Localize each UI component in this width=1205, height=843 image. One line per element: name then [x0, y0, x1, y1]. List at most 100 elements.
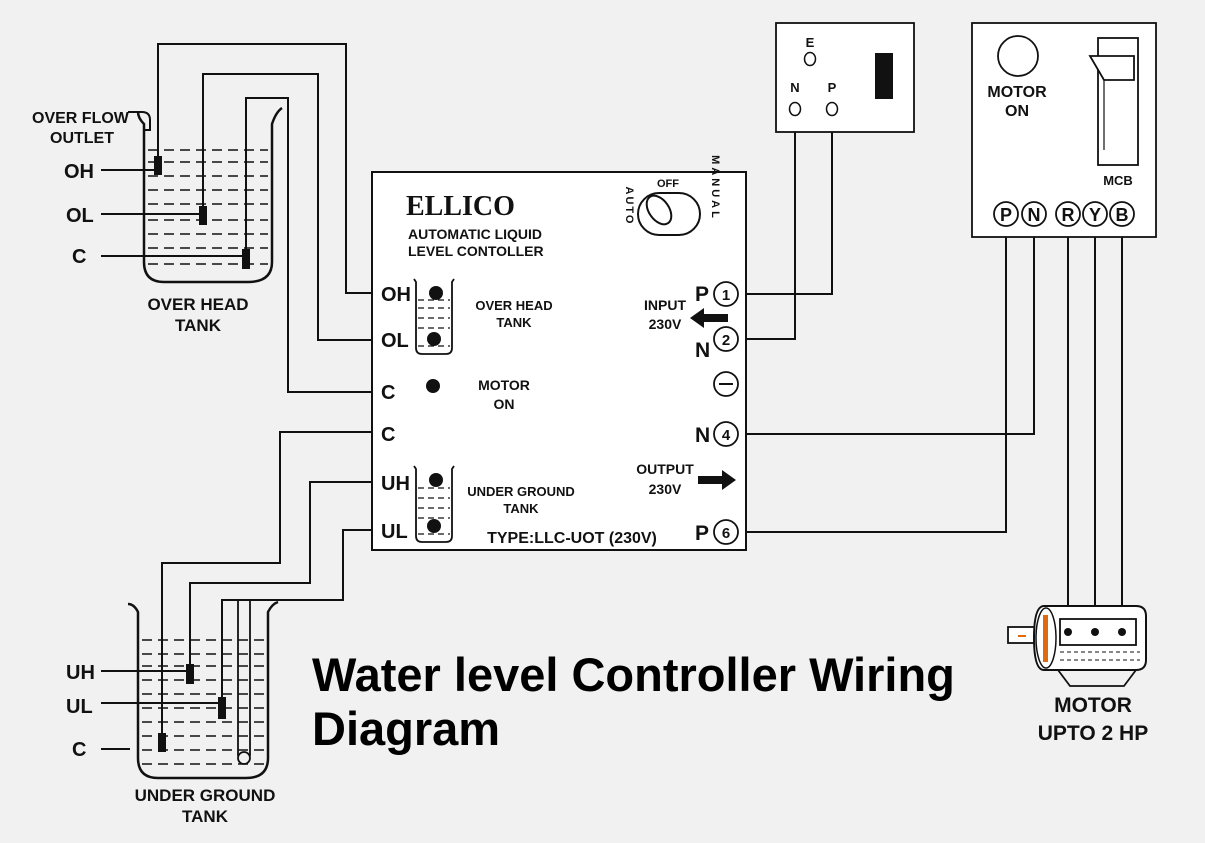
terminal-6-number: 6 — [722, 525, 730, 542]
wire-ul — [221, 529, 372, 705]
overhead-tank-name-2: TANK — [175, 316, 222, 335]
underground-led-high — [429, 473, 443, 487]
ctrl-motor-on-2: ON — [494, 396, 515, 412]
underground-label-ul: UL — [66, 696, 93, 718]
starter-terminal-p-label: P — [1000, 205, 1012, 225]
wire-ol — [202, 73, 372, 341]
terminal-2-number: 2 — [722, 332, 730, 349]
mode-switch-lever[interactable] — [642, 191, 677, 229]
underground-tank-body — [127, 600, 279, 780]
motor-on-led — [426, 379, 440, 393]
wire-oh — [157, 43, 372, 294]
starter-terminal-r-label: R — [1062, 205, 1075, 225]
mode-switch[interactable]: OFF AUTO MANUAL — [623, 155, 721, 236]
socket-p-hole — [825, 101, 839, 117]
diagram-title-line-2: Diagram — [312, 702, 501, 755]
socket-switch[interactable] — [875, 53, 893, 99]
starter-motor-on-2: ON — [1005, 103, 1029, 120]
overhead-label-c: C — [72, 246, 86, 268]
socket-e-hole — [803, 51, 817, 67]
underground-indicator — [413, 465, 455, 543]
ctrl-right-letter-p1: P — [695, 283, 709, 306]
overhead-indicator — [413, 278, 455, 355]
probe-oh — [154, 156, 162, 175]
controller-term-ul: UL — [381, 521, 408, 543]
overhead-led-low — [427, 332, 441, 346]
ctrl-overhead-tank-2: TANK — [496, 315, 532, 330]
probe-c — [242, 249, 250, 269]
probe-uh — [186, 664, 194, 684]
switch-auto-label: AUTO — [623, 187, 635, 226]
mcb-label: MCB — [1103, 173, 1133, 188]
starter-panel: MOTOR ON MCB P N R Y B — [971, 22, 1157, 238]
terminal-4-number: 4 — [722, 427, 731, 444]
overflow-pipe — [128, 111, 151, 131]
motor: MOTOR UPTO 2 HP — [1007, 605, 1148, 745]
controller-box: ELLICO AUTOMATIC LIQUID LEVEL CONTOLLER … — [371, 155, 747, 551]
motor-flange-accent — [1043, 615, 1048, 662]
wire-input-p — [740, 116, 833, 295]
overhead-label-ol: OL — [66, 205, 94, 227]
starter-terminal-b-label: B — [1116, 205, 1129, 225]
underground-water-dashes — [142, 639, 264, 765]
switch-off-label: OFF — [657, 178, 679, 190]
switch-manual-label: MANUAL — [709, 155, 721, 221]
terminal-6[interactable] — [713, 519, 739, 545]
controller-term-uh: UH — [381, 473, 410, 495]
wire-c-top — [245, 97, 372, 393]
wire-uh — [189, 481, 372, 672]
wire-output-p — [740, 228, 1007, 533]
power-socket: E N P — [775, 22, 915, 133]
terminal-2[interactable] — [713, 326, 739, 352]
wire-output-n — [740, 228, 1035, 435]
overhead-tank-body — [136, 106, 283, 284]
ctrl-right-letter-n4: N — [695, 424, 710, 447]
overhead-label-oh: OH — [64, 161, 94, 183]
output-label-1: OUTPUT — [636, 461, 694, 477]
input-label-1: INPUT — [644, 297, 686, 313]
terminal-1-number: 1 — [722, 287, 730, 304]
output-label-2: 230V — [649, 481, 682, 497]
ctrl-overhead-tank-1: OVER HEAD — [475, 298, 552, 313]
starter-motor-on-1: MOTOR — [987, 84, 1047, 101]
diagram-title: Water level Controller Wiring Diagram — [312, 648, 955, 756]
terminal-4[interactable] — [713, 421, 739, 447]
underground-tank-name-1: UNDER GROUND — [135, 786, 276, 805]
ctrl-underground-tank-1: UNDER GROUND — [467, 484, 575, 499]
wire-c-bottom — [161, 431, 372, 740]
motor-name-1: MOTOR — [1054, 694, 1132, 717]
starter-terminal-b[interactable] — [1109, 201, 1135, 227]
output-arrow — [698, 470, 736, 490]
starter-motor-on-lamp — [997, 35, 1039, 77]
underground-label-uh: UH — [66, 662, 95, 684]
underground-led-low — [427, 519, 441, 533]
controller-subtitle-2: LEVEL CONTOLLER — [408, 243, 544, 259]
starter-terminal-p[interactable] — [993, 201, 1019, 227]
starter-terminal-n[interactable] — [1021, 201, 1047, 227]
overflow-label-2: OUTLET — [50, 130, 114, 147]
controller-term-c2: C — [381, 424, 395, 446]
starter-terminal-n-label: N — [1028, 205, 1041, 225]
underground-label-c: C — [72, 739, 86, 761]
terminal-1[interactable] — [713, 281, 739, 307]
socket-p-label: P — [828, 80, 837, 95]
socket-n-label: N — [790, 80, 799, 95]
starter-terminal-y[interactable] — [1082, 201, 1108, 227]
motor-name-2: UPTO 2 HP — [1038, 722, 1148, 745]
ctrl-right-letter-p6: P — [695, 522, 709, 545]
underground-tank: UH UL C UNDER GROUND TANK — [66, 600, 279, 826]
overhead-tank-name-1: OVER HEAD — [147, 295, 248, 314]
motor-fins — [1060, 651, 1140, 661]
motor-terminal-y — [1091, 628, 1099, 636]
input-label-2: 230V — [649, 316, 682, 332]
foot-valve — [237, 751, 251, 765]
wires — [101, 43, 1123, 750]
overhead-tank: OVER FLOW OUTLET OH OL C OVER HEAD TANK — [32, 106, 283, 335]
overhead-water-dashes — [148, 149, 268, 265]
starter-terminal-r[interactable] — [1055, 201, 1081, 227]
controller-subtitle-1: AUTOMATIC LIQUID — [408, 226, 542, 242]
mcb-breaker[interactable] — [1088, 37, 1139, 166]
foot-valve-pipe — [237, 600, 251, 756]
